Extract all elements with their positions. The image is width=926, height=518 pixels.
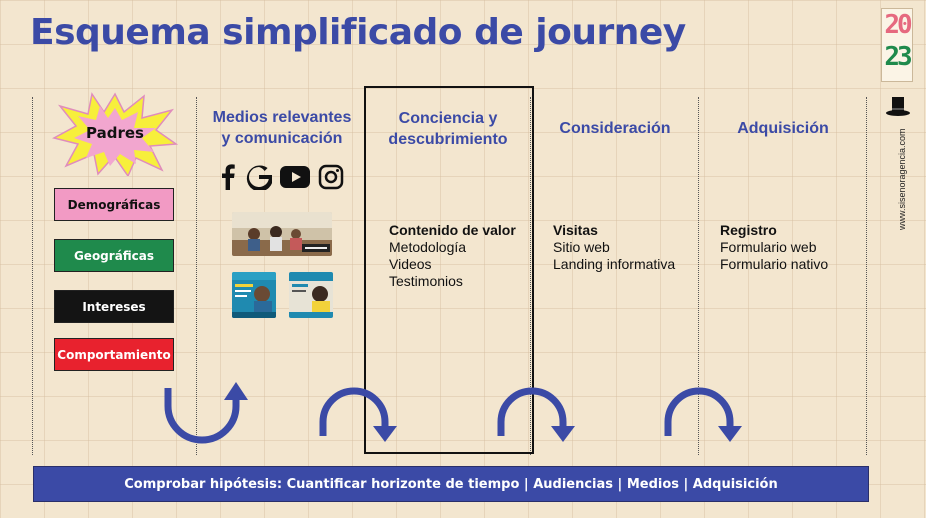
hypothesis-bar: Comprobar hipótesis: Cuantificar horizon… <box>33 466 869 502</box>
highlight-frame <box>364 86 534 454</box>
segment-label: Demográficas <box>67 197 161 212</box>
segment-label: Geográficas <box>73 248 155 263</box>
column-title-medios: Medios relevantes y comunicación <box>212 109 352 147</box>
consideracion-content: Visitas Sitio web Landing informativa <box>553 222 693 273</box>
consideracion-heading: Visitas <box>553 222 598 238</box>
list-item: Sitio web <box>553 239 610 255</box>
curve-arrow-icon <box>497 387 567 436</box>
page-title: Esquema simplificado de journey <box>30 12 686 53</box>
starburst-badge <box>52 92 178 176</box>
adquisicion-content: Registro Formulario web Formulario nativ… <box>720 222 860 273</box>
top-hat-icon <box>886 97 910 116</box>
list-item: Landing informativa <box>553 256 676 272</box>
list-item: Formulario web <box>720 239 817 255</box>
list-item: Testimonios <box>389 273 463 289</box>
facebook-icon <box>222 164 235 190</box>
column-title-adquisicion: Adquisición <box>737 120 829 137</box>
curve-arrow-icon <box>319 387 389 436</box>
segment-geograficas: Geográficas <box>54 239 174 272</box>
flow-arrows <box>164 382 742 444</box>
curve-arrow-icon <box>664 387 734 436</box>
year-logo-top: 20 <box>884 10 912 40</box>
video-thumbnail-image <box>232 212 332 256</box>
segment-label: Intereses <box>82 299 146 314</box>
column-divider <box>866 97 867 455</box>
year-logo-bottom: 23 <box>884 42 912 72</box>
youtube-icon <box>280 166 310 188</box>
list-item: Videos <box>389 256 432 272</box>
google-icon <box>246 165 272 190</box>
starburst-label: Padres <box>86 124 144 142</box>
segment-label: Comportamiento <box>57 347 171 362</box>
column-divider <box>196 97 197 455</box>
segment-comportamiento: Comportamiento <box>54 338 174 371</box>
list-item: Metodología <box>389 239 467 255</box>
conciencia-content: Contenido de valor Metodología Videos Te… <box>389 222 529 290</box>
segment-demograficas: Demográficas <box>54 188 174 221</box>
column-divider <box>698 97 699 455</box>
column-divider <box>32 97 33 455</box>
ad-creative-image <box>289 272 333 318</box>
adquisicion-heading: Registro <box>720 222 777 238</box>
column-divider <box>530 97 531 455</box>
column-title-consideracion: Consideración <box>559 120 671 137</box>
column-title-conciencia: Conciencia y descubrimiento <box>388 110 508 148</box>
hypothesis-text: Comprobar hipótesis: Cuantificar horizon… <box>124 476 778 492</box>
u-turn-arrow-icon <box>164 388 240 444</box>
year-logo: 20 23 <box>881 8 913 82</box>
brand-url: www.sisenoragencia.com <box>897 128 907 230</box>
ad-creative-image <box>232 272 276 318</box>
instagram-icon <box>318 164 344 190</box>
segment-intereses: Intereses <box>54 290 174 323</box>
conciencia-heading: Contenido de valor <box>389 222 516 238</box>
list-item: Formulario nativo <box>720 256 829 272</box>
